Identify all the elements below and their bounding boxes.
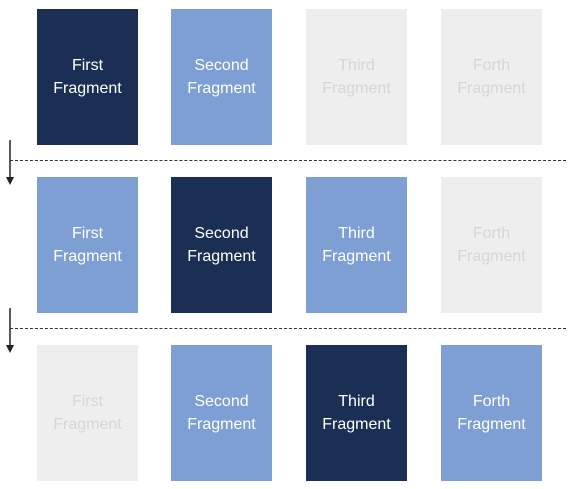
row3-fragment-second: Second Fragment bbox=[171, 345, 272, 481]
fragment-label: First Fragment bbox=[53, 225, 122, 265]
fragment-label: First Fragment bbox=[53, 57, 122, 97]
step-divider-2 bbox=[10, 328, 566, 329]
row1-fragment-first: First Fragment bbox=[37, 9, 138, 145]
row3-fragment-third: Third Fragment bbox=[306, 345, 407, 481]
fragment-label: Forth Fragment bbox=[457, 57, 526, 97]
fragment-label: Forth Fragment bbox=[457, 393, 526, 433]
fragment-label: Forth Fragment bbox=[457, 225, 526, 265]
row3-fragment-first: First Fragment bbox=[37, 345, 138, 481]
row1-fragment-second: Second Fragment bbox=[171, 9, 272, 145]
fragment-label: Third Fragment bbox=[322, 393, 391, 433]
fragment-label: Third Fragment bbox=[322, 225, 391, 265]
row2-fragment-forth: Forth Fragment bbox=[441, 177, 542, 313]
row1-fragment-third: Third Fragment bbox=[306, 9, 407, 145]
fragment-label: Second Fragment bbox=[187, 393, 256, 433]
arrow-down-icon bbox=[6, 140, 14, 185]
row2-fragment-first: First Fragment bbox=[37, 177, 138, 313]
fragment-label: Second Fragment bbox=[187, 57, 256, 97]
step-arrow-2 bbox=[4, 308, 16, 354]
fragment-label: Third Fragment bbox=[322, 57, 391, 97]
fragment-label: First Fragment bbox=[53, 393, 122, 433]
arrow-down-icon bbox=[6, 308, 14, 353]
row1-fragment-forth: Forth Fragment bbox=[441, 9, 542, 145]
fragment-label: Second Fragment bbox=[187, 225, 256, 265]
row2-fragment-third: Third Fragment bbox=[306, 177, 407, 313]
step-divider-1 bbox=[10, 160, 566, 161]
row2-fragment-second: Second Fragment bbox=[171, 177, 272, 313]
step-arrow-1 bbox=[4, 140, 16, 186]
row3-fragment-forth: Forth Fragment bbox=[441, 345, 542, 481]
